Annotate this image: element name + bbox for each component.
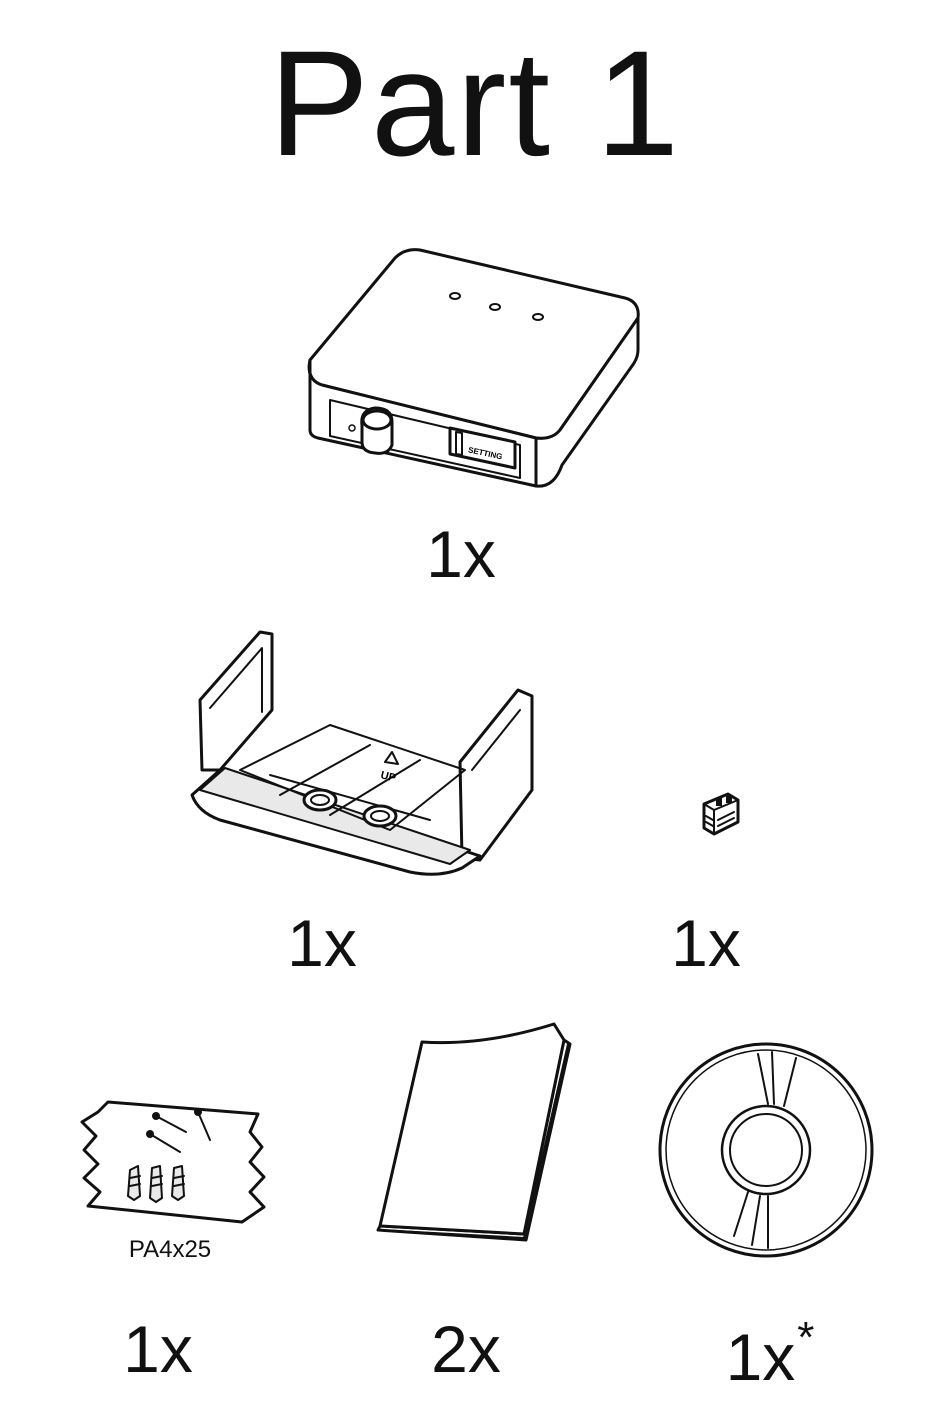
screw-bag-illustration — [78, 1092, 278, 1227]
hub-device-quantity: 1x — [361, 521, 561, 587]
mounting-bracket-illustration: UP — [180, 620, 540, 880]
bracket-quantity: 1x — [222, 910, 422, 976]
anchor-size-label: PA4x25 — [90, 1236, 250, 1264]
page-title: Part 1 — [0, 28, 950, 178]
bag-quantity: 1x — [58, 1316, 258, 1382]
cd-quantity: 1x* — [670, 1316, 870, 1390]
terminal-connector-illustration — [696, 790, 746, 840]
cd-footnote-mark: * — [797, 1313, 814, 1362]
cd-illustration — [656, 1040, 876, 1260]
cd-quantity-value: 1x — [726, 1320, 796, 1394]
manual-illustration — [374, 1020, 574, 1245]
connector-quantity: 1x — [606, 910, 806, 976]
hub-device-illustration: SETTING — [300, 240, 650, 500]
manual-quantity: 2x — [366, 1316, 566, 1382]
